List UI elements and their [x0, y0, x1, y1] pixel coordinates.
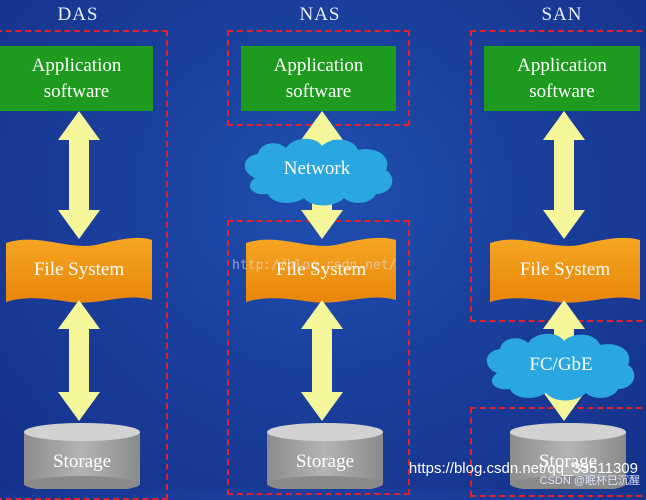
watermark-text: http://blog.csdn.net/ — [232, 258, 397, 273]
san-file-system-banner — [490, 237, 640, 303]
das-application-box: Application software — [0, 46, 153, 111]
nas-arrow-fs-storage — [301, 300, 343, 421]
diagram-graphics — [6, 111, 640, 489]
nas-application-box: Application software — [241, 46, 396, 111]
san-title: SAN — [541, 4, 583, 25]
nas-network-cloud — [244, 138, 393, 206]
network-label: Network — [283, 158, 351, 179]
nas-title: NAS — [299, 4, 341, 25]
san-application-box: Application software — [484, 46, 640, 111]
san-application-line1: Application — [517, 54, 607, 76]
das-arrow-app-fs — [58, 111, 100, 239]
das-application-line2: software — [43, 80, 110, 102]
san-file-system-label: File System — [519, 259, 611, 280]
das-title: DAS — [57, 4, 99, 25]
san-storage-cylinder — [510, 423, 626, 489]
das-storage-cylinder — [24, 423, 140, 489]
san-arrow-app-fs — [543, 111, 585, 239]
footer-url: https://blog.csdn.net/qq_33511309 — [408, 460, 638, 477]
das-application-line1: Application — [31, 54, 122, 76]
das-arrow-fs-storage — [58, 300, 100, 421]
das-storage-label: Storage — [52, 451, 112, 472]
nas-storage-label: Storage — [295, 451, 355, 472]
nas-application-line1: Application — [273, 54, 364, 76]
san-storage-label: Storage — [538, 451, 598, 472]
das-file-system-label: File System — [33, 259, 125, 280]
fc-gbe-label: FC/GbE — [529, 354, 593, 375]
san-application-line2: software — [529, 80, 595, 102]
nas-file-system-label: File System — [275, 259, 367, 280]
nas-storage-cylinder — [267, 423, 383, 489]
footer-credit: CSDN @眠杯已沉醒 — [539, 475, 640, 487]
nas-application-line2: software — [285, 80, 352, 102]
das-file-system-banner — [6, 237, 152, 303]
san-fc-gbe-cloud — [486, 333, 635, 401]
nas-file-system-banner — [246, 237, 396, 303]
